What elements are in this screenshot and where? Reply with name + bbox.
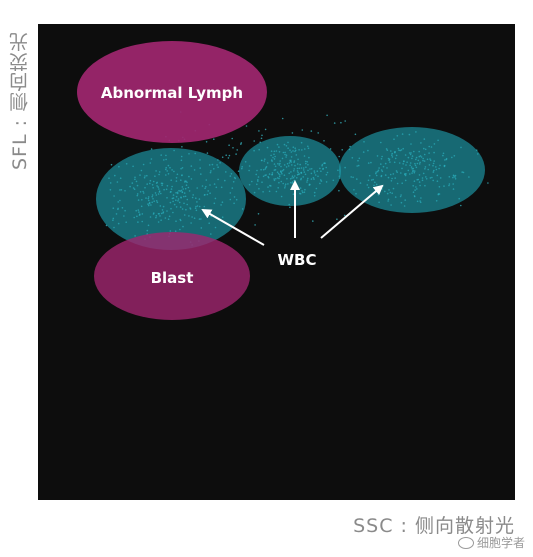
- scatter-point: [338, 189, 340, 192]
- scatter-point: [354, 133, 357, 136]
- scatter-point: [258, 130, 260, 132]
- scatter-point: [329, 148, 332, 150]
- scatter-point: [289, 206, 291, 209]
- scattergram-plot: Abnormal Lymph Blast WBC: [38, 24, 515, 500]
- scatter-point: [205, 141, 208, 143]
- scatter-point: [344, 120, 347, 122]
- scatter-point: [231, 137, 233, 140]
- scatter-point: [257, 213, 260, 215]
- watermark-text: 细胞学者: [476, 536, 525, 550]
- scatter-point: [341, 149, 344, 151]
- scatter-point: [228, 154, 231, 157]
- watermark: 细胞学者: [457, 534, 525, 551]
- blast-label: Blast: [151, 269, 194, 287]
- scatter-point: [312, 220, 314, 222]
- scatter-point: [340, 121, 342, 124]
- scatter-point: [261, 134, 263, 137]
- scatter-point: [232, 147, 234, 149]
- scatter-point: [260, 137, 263, 140]
- scatter-point: [264, 128, 267, 131]
- scatter-point: [301, 129, 304, 131]
- scatter-point: [343, 214, 346, 217]
- scatter-point: [240, 143, 242, 145]
- scatter-point: [291, 132, 294, 134]
- scatter-point: [213, 138, 215, 140]
- abnormal-lymph-label: Abnormal Lymph: [101, 84, 243, 102]
- abnormal-lymph-region: [77, 41, 267, 143]
- scatter-point: [235, 153, 237, 155]
- y-axis-label: SFL : 侧向荧光: [9, 31, 31, 170]
- scatter-point: [225, 154, 227, 156]
- scatter-point: [338, 155, 341, 158]
- scatter-point: [253, 140, 255, 142]
- scatter-point: [150, 148, 153, 150]
- scatter-point: [487, 182, 489, 184]
- wbc-label: WBC: [278, 251, 317, 269]
- x-axis-label: SSC : 侧向散射光: [353, 515, 515, 537]
- wechat-icon: [457, 536, 474, 549]
- scatter-point: [181, 146, 183, 148]
- scatter-point: [236, 149, 238, 151]
- wbc-cluster-right: [339, 127, 485, 213]
- wbc-arrow-left: [201, 209, 265, 246]
- scatter-point: [310, 130, 313, 132]
- wbc-arrow-right: [320, 184, 384, 239]
- scatter-point: [245, 125, 248, 127]
- scatter-point: [221, 156, 224, 158]
- scatter-point: [228, 144, 230, 146]
- scatter-point: [326, 114, 328, 117]
- scatter-point: [237, 170, 240, 172]
- scattergram-svg: Abnormal Lymph Blast WBC: [77, 41, 489, 320]
- scatter-point: [460, 204, 462, 207]
- scatter-point: [206, 152, 209, 154]
- scatter-point: [254, 224, 256, 226]
- scatter-point: [317, 132, 320, 134]
- scatter-point: [110, 163, 113, 166]
- scatter-point: [323, 140, 325, 142]
- blast-region: [94, 232, 250, 320]
- scatter-point: [281, 117, 284, 120]
- scatter-point: [227, 157, 230, 159]
- wbc-cluster-left: [96, 148, 246, 250]
- scatter-point: [333, 122, 336, 124]
- scatter-point: [336, 218, 338, 220]
- scatter-point: [240, 142, 243, 144]
- wbc-cluster-middle: [239, 136, 341, 206]
